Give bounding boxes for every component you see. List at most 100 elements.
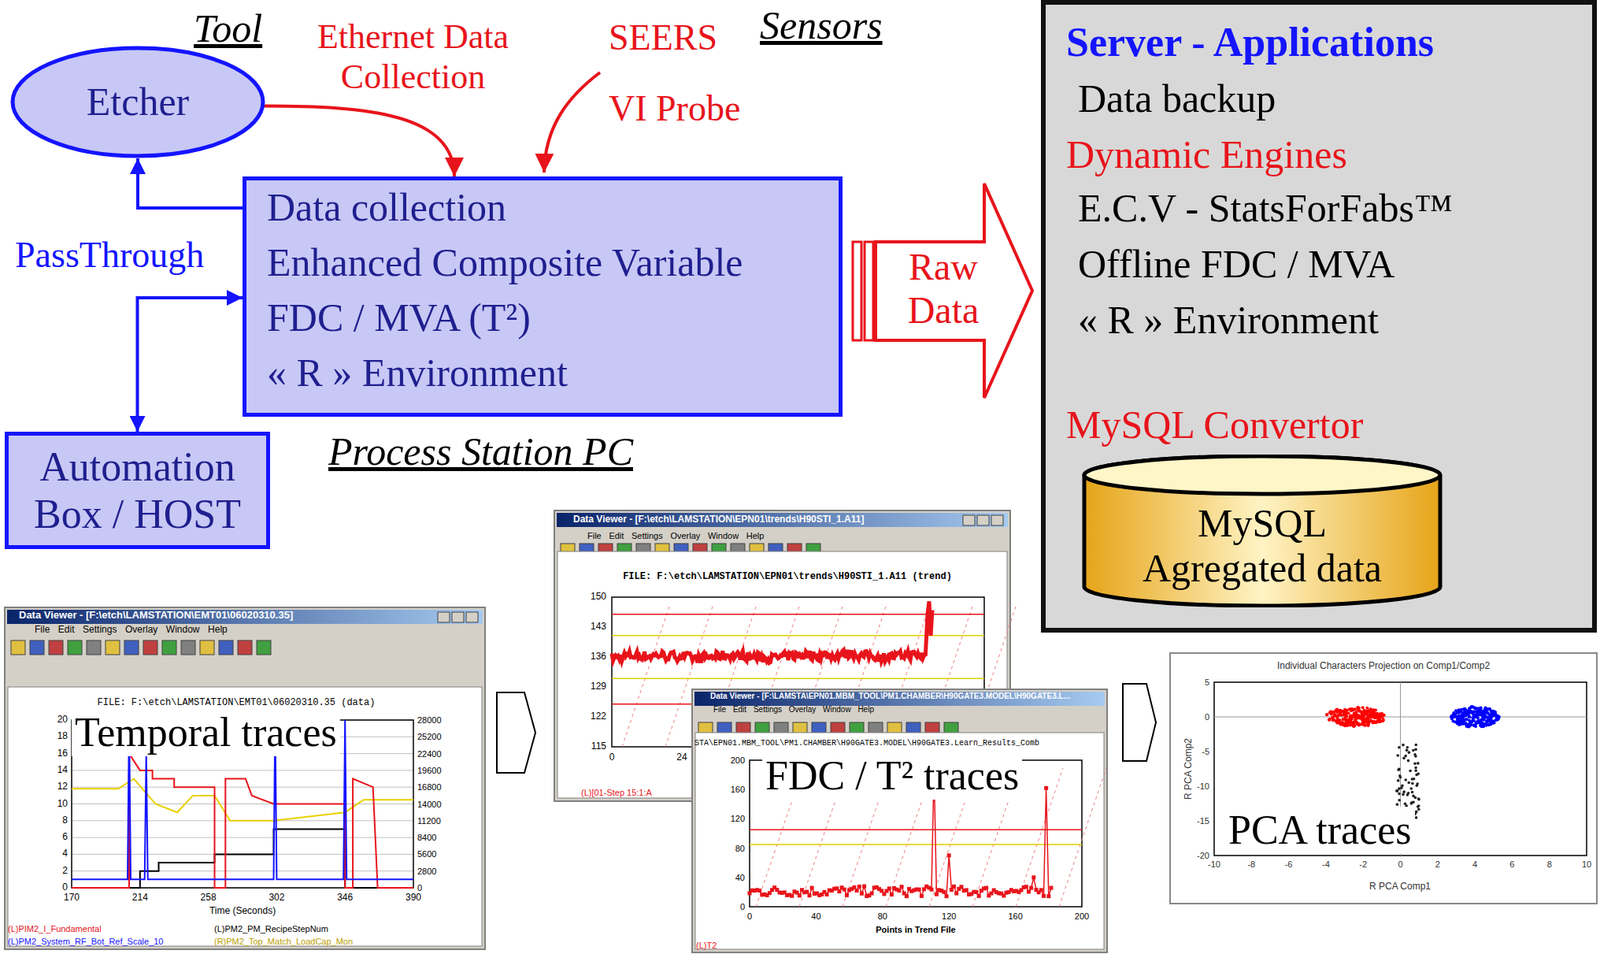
t2-point [870,890,875,895]
pca-dot [1345,723,1349,727]
screen-text: (L)[01-Step 15:1:A [581,787,652,798]
screen-text: 18 [57,730,68,742]
pca-dot [1401,743,1405,747]
screen-text: 390 [405,892,422,904]
screen-text: 5 [1204,677,1210,688]
pca-dot [1334,708,1338,712]
pca-dot [1459,722,1463,726]
t2-point [951,884,956,889]
pca-dot [1396,753,1400,757]
screen-text: 214 [132,892,149,904]
t2-point [862,884,867,889]
pca-dot [1480,722,1484,726]
screen-text: 170 [63,892,80,904]
window-button [977,514,989,526]
limit-line [611,677,985,679]
node-text: Etcher [86,79,189,126]
screen-text: 302 [268,892,285,904]
pca-dot [1475,709,1479,713]
pca-dot [1411,790,1415,794]
sensor-arrow [544,72,600,173]
t2-point [1024,884,1029,889]
pca-dot [1402,789,1406,793]
t2-point [1048,885,1053,890]
pca-dot [1369,714,1373,719]
screen-text: 14 [57,764,68,776]
node-text: Data collection [266,185,507,231]
node-text: Data backup [1077,76,1276,123]
pca-dot [1325,712,1329,716]
flow-chevron [1122,683,1156,761]
grid-line [71,837,414,838]
screen-text: 6 [1509,859,1515,870]
screen-text: 0 [417,882,423,893]
pca-dot [1411,748,1415,752]
hatch-line [1059,767,1107,907]
screen-text: FILE: F:\etch\LAMSTATION\EPN01\trends\H9… [622,571,952,583]
pca-dot [1397,798,1401,802]
pca-dot [1410,800,1414,804]
node-text: MySQL Convertor [1066,402,1363,449]
t2-point [1041,893,1046,898]
pca-dot [1362,713,1366,717]
pca-dot [1414,748,1418,752]
screen-text: 10 [1581,859,1592,870]
pca-dot [1333,713,1338,717]
pca-dot [1352,723,1356,727]
pca-dot [1329,709,1333,713]
screen-text: (L)T2 [696,940,717,951]
t2-point [825,892,830,897]
process-station-box: Data collectionEnhanced Composite Variab… [242,176,843,417]
pca-dot [1380,711,1384,715]
cylinder-body [1084,455,1441,606]
pca-dot [1396,802,1400,806]
window-button [991,514,1004,526]
pca-dot [1401,792,1405,797]
pca-dot [1396,767,1400,771]
screen-text: 0 [740,901,745,912]
node-text: « R » Environment [1077,297,1379,344]
plot-frame [611,596,985,747]
pca-dot [1472,718,1476,723]
screen-text: 200 [730,755,745,766]
pca-dot [1337,713,1341,717]
pca-dot [1348,714,1352,719]
edge-label: Raw Data [884,244,1003,332]
screen-text: 20 [57,714,68,726]
pca-dot [1467,718,1471,723]
t2-point [789,893,794,898]
toolbar-icon [124,640,139,655]
screen-text: 12 [57,781,68,793]
pca-dot [1414,766,1418,770]
pca-dot [1417,796,1421,800]
arrow-bar [852,241,862,341]
screen-text: 115 [591,740,607,752]
screen-text: 2800 [417,865,437,876]
pca-dot [1460,713,1464,717]
pca-dot [1488,722,1492,726]
connector [137,158,243,208]
edge-label: Ethernet Data Collection [277,17,549,97]
screen-text: (L)PM2_PM_RecipeStepNum [214,923,329,934]
pca-dot [1470,705,1474,709]
screen-text: 200 [1074,911,1089,922]
pca-dot [1327,718,1331,722]
diagram-label: VI Probe [608,88,741,130]
screen-text: 16800 [417,781,442,793]
window-button [437,611,450,623]
pca-dot [1407,759,1411,763]
t2-point [1044,785,1049,790]
pca-dot [1345,719,1349,723]
screen-text: 2 [1435,859,1441,870]
pca-dot [1351,707,1356,712]
window-pane [7,686,482,946]
t2-point [947,852,952,857]
toolbar-icon [67,640,82,655]
pca-dot [1466,725,1471,729]
pca-dot [1492,719,1496,723]
pca-dot [1374,713,1378,717]
pca-dot [1466,712,1471,716]
raw-data-arrow [852,183,1033,398]
window-titlebar [694,691,1105,706]
screen-text: -10 [1207,859,1221,870]
